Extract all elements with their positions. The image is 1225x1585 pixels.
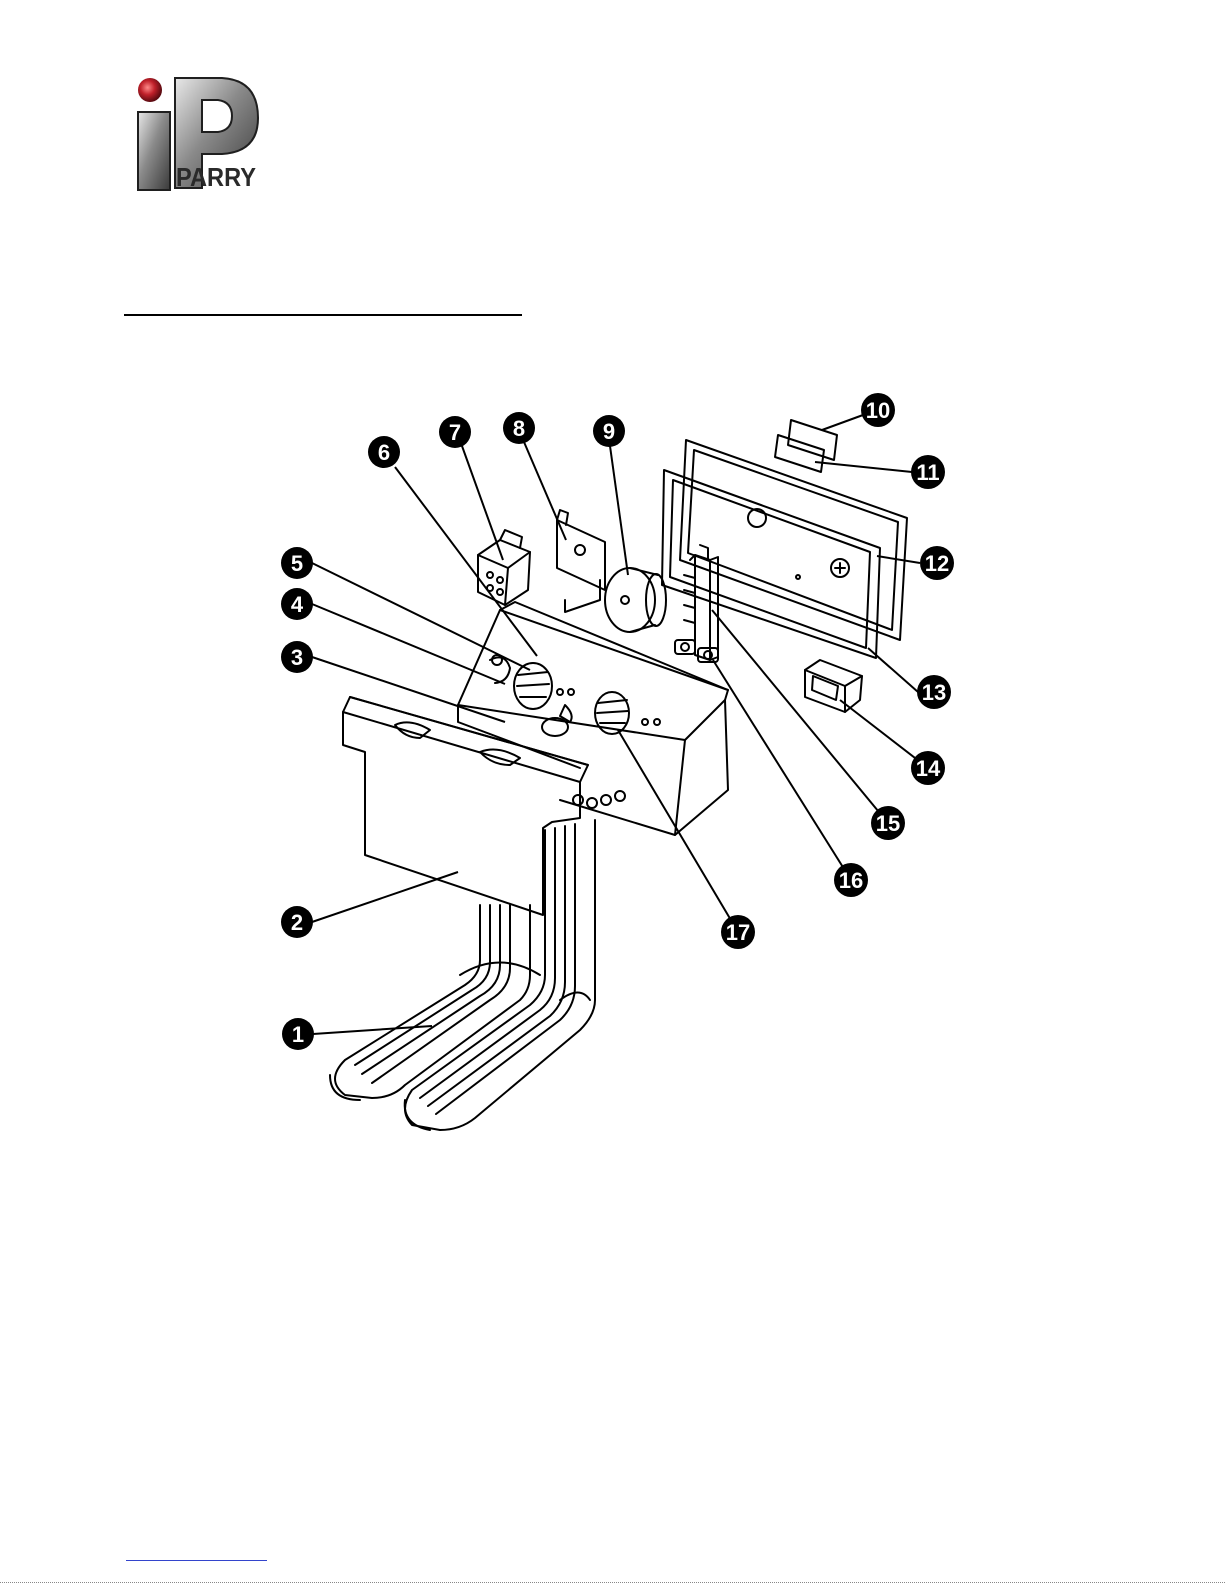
leader-line-13: [868, 648, 918, 692]
element-cover: [343, 697, 588, 915]
leader-line-10: [822, 415, 863, 430]
callout-2: 2: [281, 906, 313, 938]
callout-7: 7: [439, 416, 471, 448]
callout-1: 1: [282, 1018, 314, 1050]
callout-14-label: 14: [916, 756, 941, 781]
callout-8-label: 8: [513, 416, 525, 441]
leader-line-3: [312, 657, 505, 722]
callout-2-label: 2: [291, 910, 303, 935]
leader-line-8: [524, 442, 566, 540]
callout-1-label: 1: [292, 1022, 304, 1047]
footer-link-underline: [126, 1560, 267, 1561]
contactor: [478, 530, 530, 605]
callout-4: 4: [281, 588, 313, 620]
callout-5: 5: [281, 547, 313, 579]
leader-line-17: [618, 730, 738, 932]
callout-10-label: 10: [866, 398, 890, 423]
leader-line-12: [877, 556, 920, 563]
callout-17: 17: [721, 915, 755, 949]
callout-16: 16: [834, 863, 868, 897]
callout-12-label: 12: [925, 551, 949, 576]
mounting-bracket: [557, 510, 605, 612]
page-bottom-divider: [0, 1582, 1225, 1583]
thermostat-knob: [514, 663, 574, 722]
leader-line-7: [462, 446, 503, 560]
callout-6-label: 6: [378, 440, 390, 465]
callout-9-label: 9: [603, 419, 615, 444]
callout-11: 11: [911, 455, 945, 489]
callout-6: 6: [368, 436, 400, 468]
callout-10: 10: [861, 393, 895, 427]
leader-line-16: [713, 660, 851, 880]
callout-4-label: 4: [291, 592, 304, 617]
rocker-switch: [805, 660, 862, 712]
callout-8: 8: [503, 412, 535, 444]
callout-14: 14: [911, 751, 945, 785]
callout-12: 12: [920, 546, 954, 580]
callout-17-label: 17: [726, 920, 750, 945]
callout-9: 9: [593, 415, 625, 447]
callout-15: 15: [871, 806, 905, 840]
callout-15-label: 15: [876, 811, 900, 836]
leader-line-2: [312, 872, 458, 922]
callout-11-label: 11: [916, 460, 939, 485]
heating-element: [330, 820, 595, 1130]
thermostat-body: [605, 568, 666, 632]
callout-16-label: 16: [839, 868, 863, 893]
callout-3: 3: [281, 641, 313, 673]
callout-5-label: 5: [291, 551, 303, 576]
control-box-housing: [458, 602, 728, 835]
callout-13: 13: [917, 675, 951, 709]
callout-3-label: 3: [291, 645, 303, 670]
callout-7-label: 7: [449, 420, 461, 445]
leader-line-9: [610, 446, 628, 575]
leader-line-1: [313, 1026, 432, 1034]
callout-13-label: 13: [922, 680, 946, 705]
leader-line-11: [815, 462, 912, 472]
rear-cover-plate: [680, 440, 907, 640]
